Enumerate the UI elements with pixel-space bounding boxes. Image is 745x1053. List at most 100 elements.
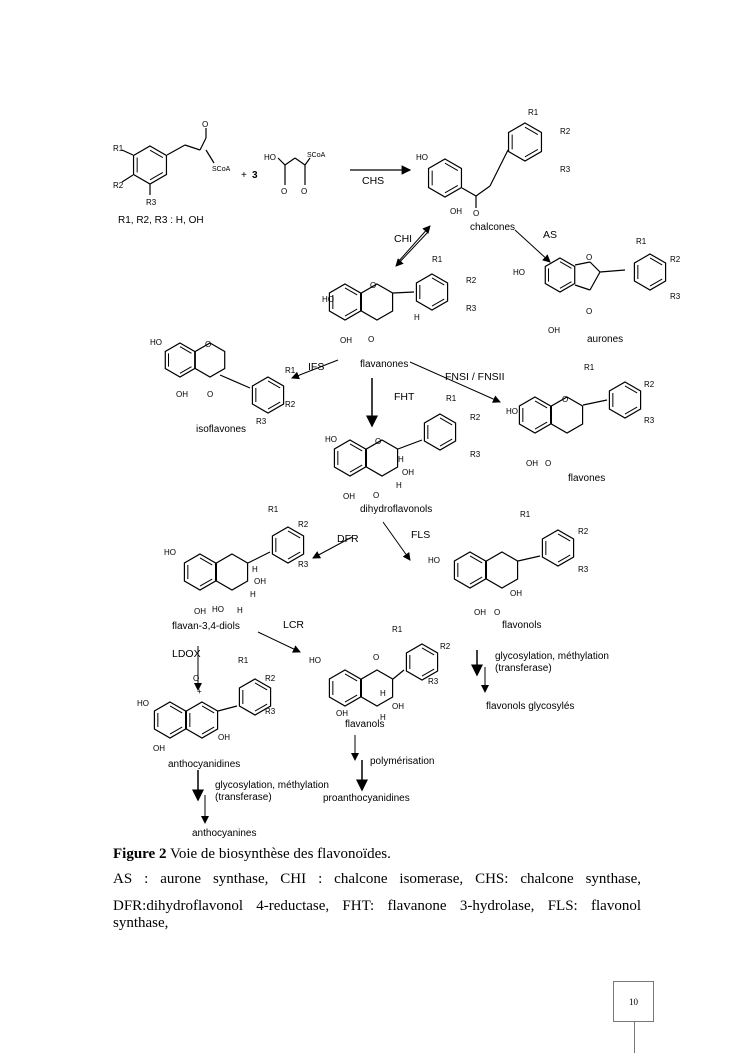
atom-cation: + [197, 687, 202, 696]
double-bond [349, 443, 363, 452]
atom-ho: HO [428, 556, 440, 565]
bond [217, 705, 238, 712]
atom-ho: HO [325, 435, 337, 444]
atom-r3: R3 [578, 565, 589, 574]
flavone-ring-a [518, 396, 552, 434]
enzyme-lcr: LCR [283, 619, 304, 631]
double-bond [557, 533, 571, 542]
heterocycle-ring [194, 342, 226, 378]
glycosylation-step-anthocyanidines: glycosylation, méthylation [215, 780, 329, 791]
atom-oh: OH [392, 702, 404, 711]
atom-oh: OH [254, 577, 266, 586]
figure-caption: Figure 2 Voie de biosynthèse des flavono… [113, 846, 391, 863]
chemical-structures [121, 122, 667, 739]
double-bond [649, 278, 663, 287]
bond [304, 157, 311, 166]
flavonol-ring-b [541, 529, 575, 567]
transferase-flavonols: (transferase) [495, 663, 552, 674]
arrow-fns [409, 361, 501, 403]
atom-oh: OH [548, 326, 560, 335]
double-bond [201, 705, 215, 714]
page-number: 10 [629, 996, 638, 1007]
atom-o: O [301, 187, 307, 196]
atom-h: H [380, 689, 386, 698]
bond [277, 157, 286, 166]
double-bond [344, 308, 358, 317]
atom-r2: R2 [113, 181, 124, 190]
atom-r3: R3 [466, 304, 477, 313]
atom-ho: HO [264, 153, 276, 162]
aurone-ring-a [544, 257, 576, 293]
double-bond [287, 530, 301, 539]
bond [397, 439, 423, 450]
atom-r2: R2 [470, 413, 481, 422]
atom-r3: R3 [265, 707, 276, 716]
dihydroflavonol-ring-a [333, 439, 367, 477]
label-proanthocyanidines: proanthocyanidines [323, 793, 410, 804]
flavonol-ring-a [453, 551, 487, 589]
atom-ho: HO [212, 605, 224, 614]
enzyme-fls: FLS [411, 529, 430, 541]
isoflavone-ring-b [251, 376, 285, 414]
arrow-lcr [257, 631, 301, 653]
label-flavan-diols: flavan-3,4-diols [172, 621, 240, 632]
atom-r2: R2 [265, 674, 276, 683]
double-bond [201, 726, 215, 735]
double-bond [344, 287, 358, 296]
atom-r1: R1 [392, 625, 403, 634]
transferase-anthocyanidines: (transferase) [215, 792, 272, 803]
double-bond [344, 673, 358, 682]
bond [392, 669, 405, 680]
atom-o: O [368, 335, 374, 344]
atom-r1: R1 [432, 255, 443, 264]
atom-ho: HO [416, 153, 428, 162]
label-flavones: flavones [568, 473, 605, 484]
enzyme-chi: CHI [394, 233, 412, 245]
bond [574, 261, 591, 266]
cinnamoyl-ring [132, 145, 168, 185]
page-number-box: 10 [613, 981, 654, 1022]
atom-oh: OH [194, 607, 206, 616]
double-bond [149, 171, 164, 181]
double-bond [254, 703, 268, 712]
atom-h: H [237, 606, 243, 615]
double-bond [624, 385, 638, 394]
double-bond [444, 184, 459, 194]
bond [582, 399, 608, 406]
atom-r2: R2 [440, 642, 451, 651]
bond [599, 269, 626, 273]
abbreviations-line-2: DFR:dihydroflavonol 4-reductase, FHT: fl… [113, 898, 641, 931]
bond [199, 137, 207, 151]
flavandiol-ring-b [271, 526, 305, 564]
label-isoflavones: isoflavones [196, 424, 246, 435]
heterocycle-ring [215, 553, 249, 591]
atom-oh: OH [402, 468, 414, 477]
atom-r2: R2 [670, 255, 681, 264]
label-dihydroflavonols: dihydroflavonols [360, 504, 432, 515]
double-bond [444, 162, 459, 172]
atom-r1: R1 [268, 505, 279, 514]
flavanone-ring-a [328, 283, 362, 321]
atom-r3: R3 [256, 417, 267, 426]
double-bond [254, 682, 268, 691]
atom-oh: OH [176, 390, 188, 399]
bond [294, 157, 306, 166]
label-anthocyanines: anthocyanines [192, 828, 257, 839]
enzyme-fht: FHT [394, 391, 415, 403]
atom-o: O [545, 459, 551, 468]
reaction-arrows [192, 165, 551, 824]
heterocycle-ring [485, 551, 519, 589]
atom-oh: OH [340, 336, 352, 345]
arrow-ifs [291, 359, 339, 380]
atom-ho: HO [506, 407, 518, 416]
atom-r3: R3 [644, 416, 655, 425]
flavanol-ring-a [328, 669, 362, 707]
bond [589, 271, 601, 291]
atom-o: O [193, 674, 199, 683]
atom-r1: R1 [113, 144, 124, 153]
anthocyanidin-ring-b [238, 678, 272, 716]
atom-ho: HO [513, 268, 525, 277]
bond [121, 149, 134, 156]
double-bond [524, 126, 539, 136]
